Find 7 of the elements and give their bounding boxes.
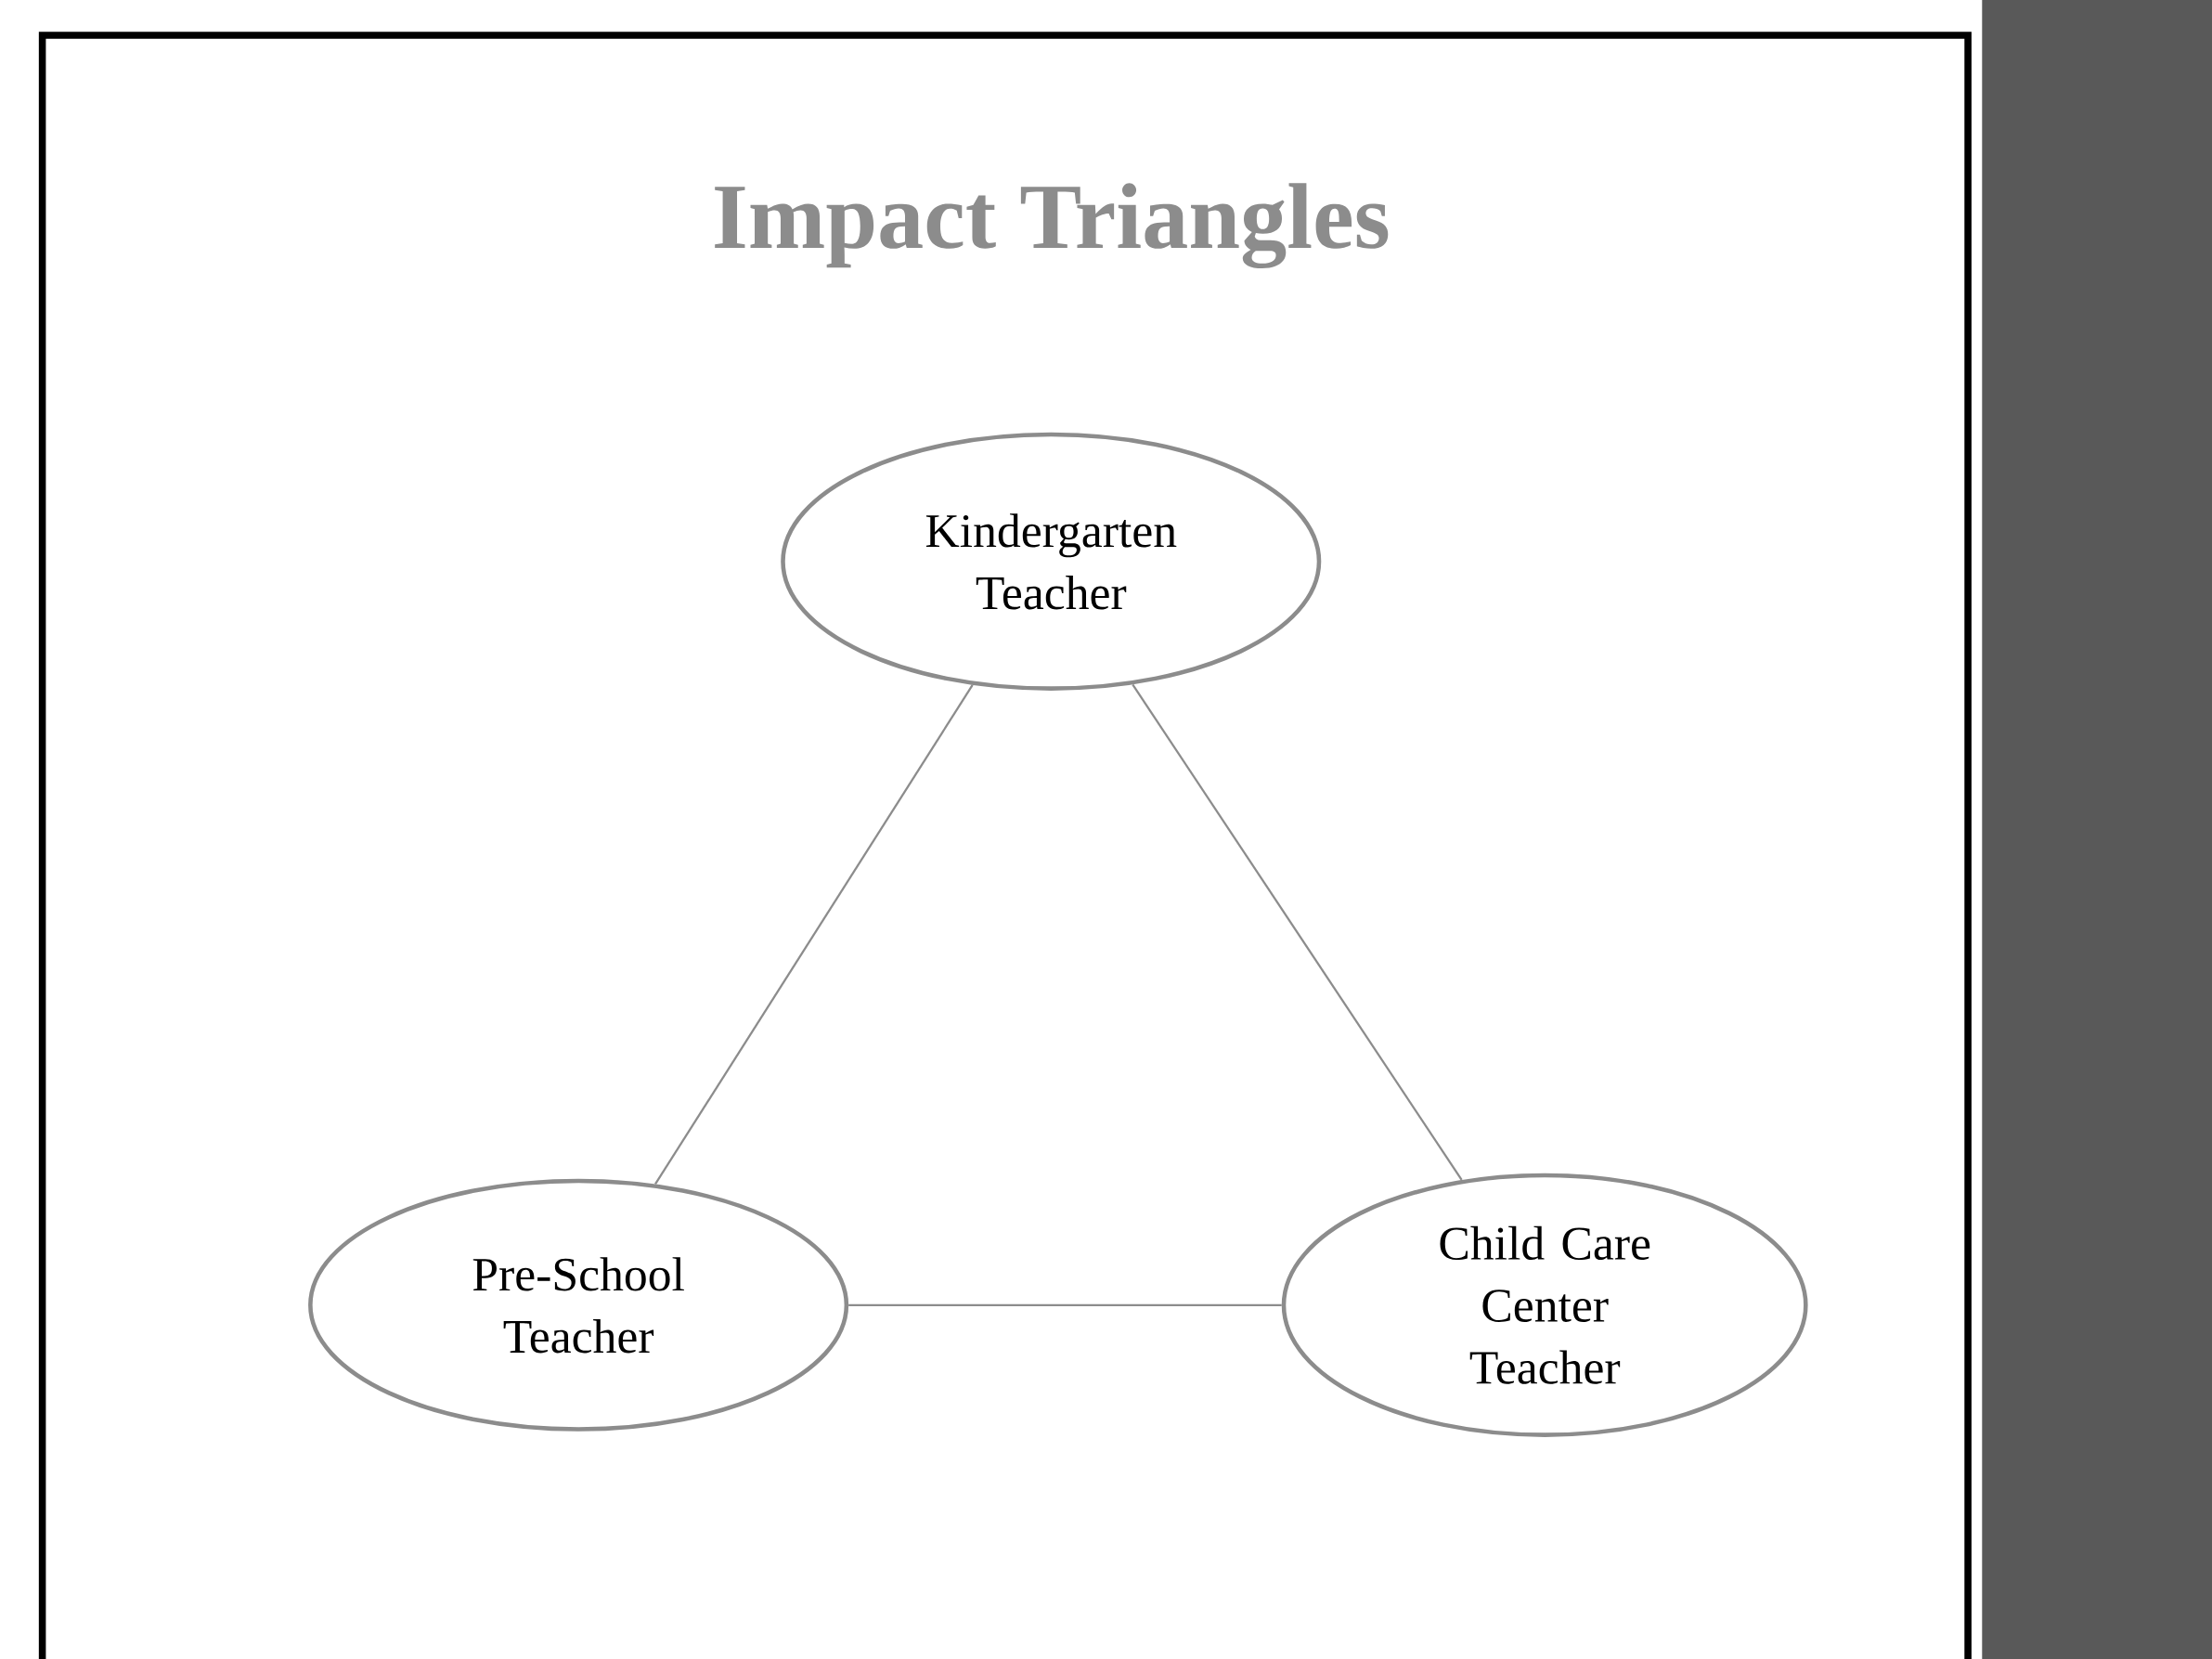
- connector-line: [654, 684, 974, 1185]
- connector-line: [848, 1303, 1282, 1306]
- title: Impact Triangles: [715, 183, 1389, 268]
- ellipse-node: Child Care Center Teacher: [1281, 1173, 1808, 1437]
- connector-line: [1132, 683, 1463, 1181]
- ellipse-node: Kindergarten Teacher: [781, 432, 1322, 691]
- ellipse-node: Pre-School Teacher: [308, 1178, 849, 1432]
